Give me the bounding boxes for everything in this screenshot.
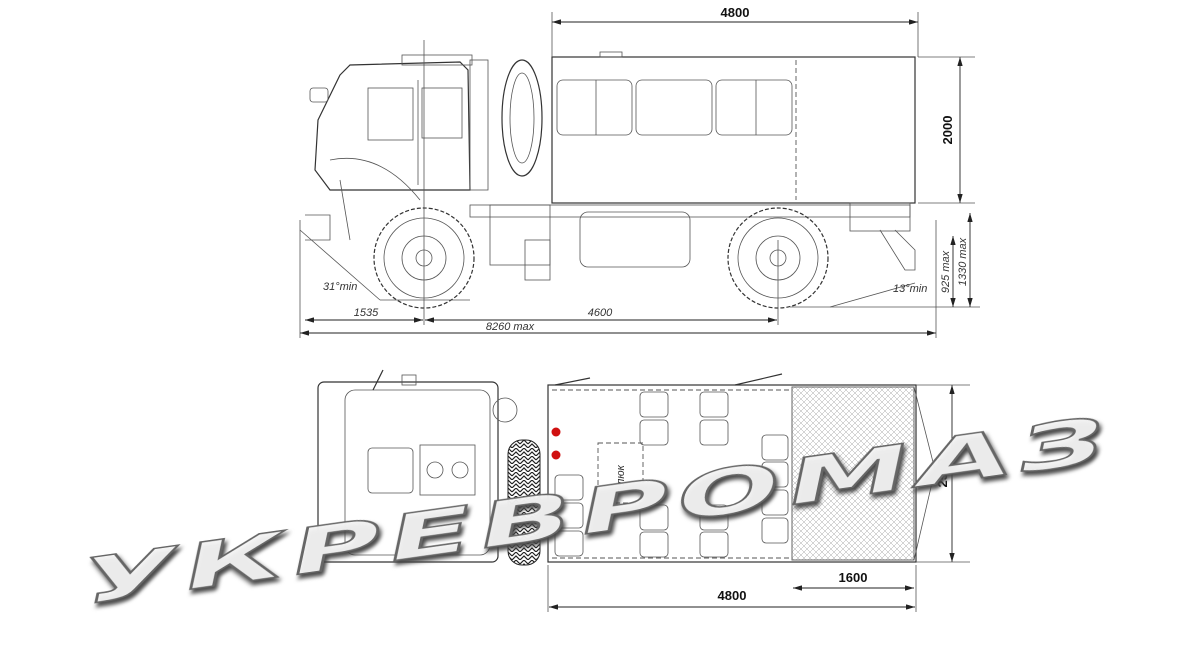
cargo-section-mesh xyxy=(791,386,915,561)
dim-rear-height-1330: 1330 max xyxy=(957,237,969,286)
dim-front-overhang: 1535 xyxy=(354,307,379,319)
watermark-logo: УКРЕВРОМАЗ xyxy=(74,401,1121,622)
red-marker-icon xyxy=(551,427,561,437)
dim-wheelbase: 4600 xyxy=(588,307,613,319)
hatch-label: люк xyxy=(615,464,627,485)
dim-box-length: 4800 xyxy=(721,5,750,20)
dim-rear-height-925: 925 max xyxy=(940,250,952,293)
cab-side xyxy=(305,54,543,241)
cargo-box-top: люк xyxy=(547,373,936,563)
top-view: люк 2500 1600 xyxy=(317,369,970,612)
dim-box-height: 2000 xyxy=(940,116,955,145)
dim-cargo-section: 1600 xyxy=(839,570,868,585)
chassis-side xyxy=(469,204,916,281)
spare-wheel-top xyxy=(507,439,541,566)
watermark-text: УКРЕВРОМАЗ xyxy=(75,402,1121,621)
cargo-box-side xyxy=(551,51,916,232)
dim-overall-length: 8260 max xyxy=(486,321,535,333)
side-view: 4800 2000 925 max 1330 max 1535 4600 826… xyxy=(299,5,980,338)
cab-top xyxy=(317,369,518,563)
dim-box-length-top: 4800 xyxy=(718,588,747,603)
dim-width: 2500 xyxy=(935,459,950,488)
departure-angle: 13°min xyxy=(893,283,927,295)
red-marker-icon xyxy=(551,450,561,460)
approach-angle: 31°min xyxy=(323,281,357,293)
